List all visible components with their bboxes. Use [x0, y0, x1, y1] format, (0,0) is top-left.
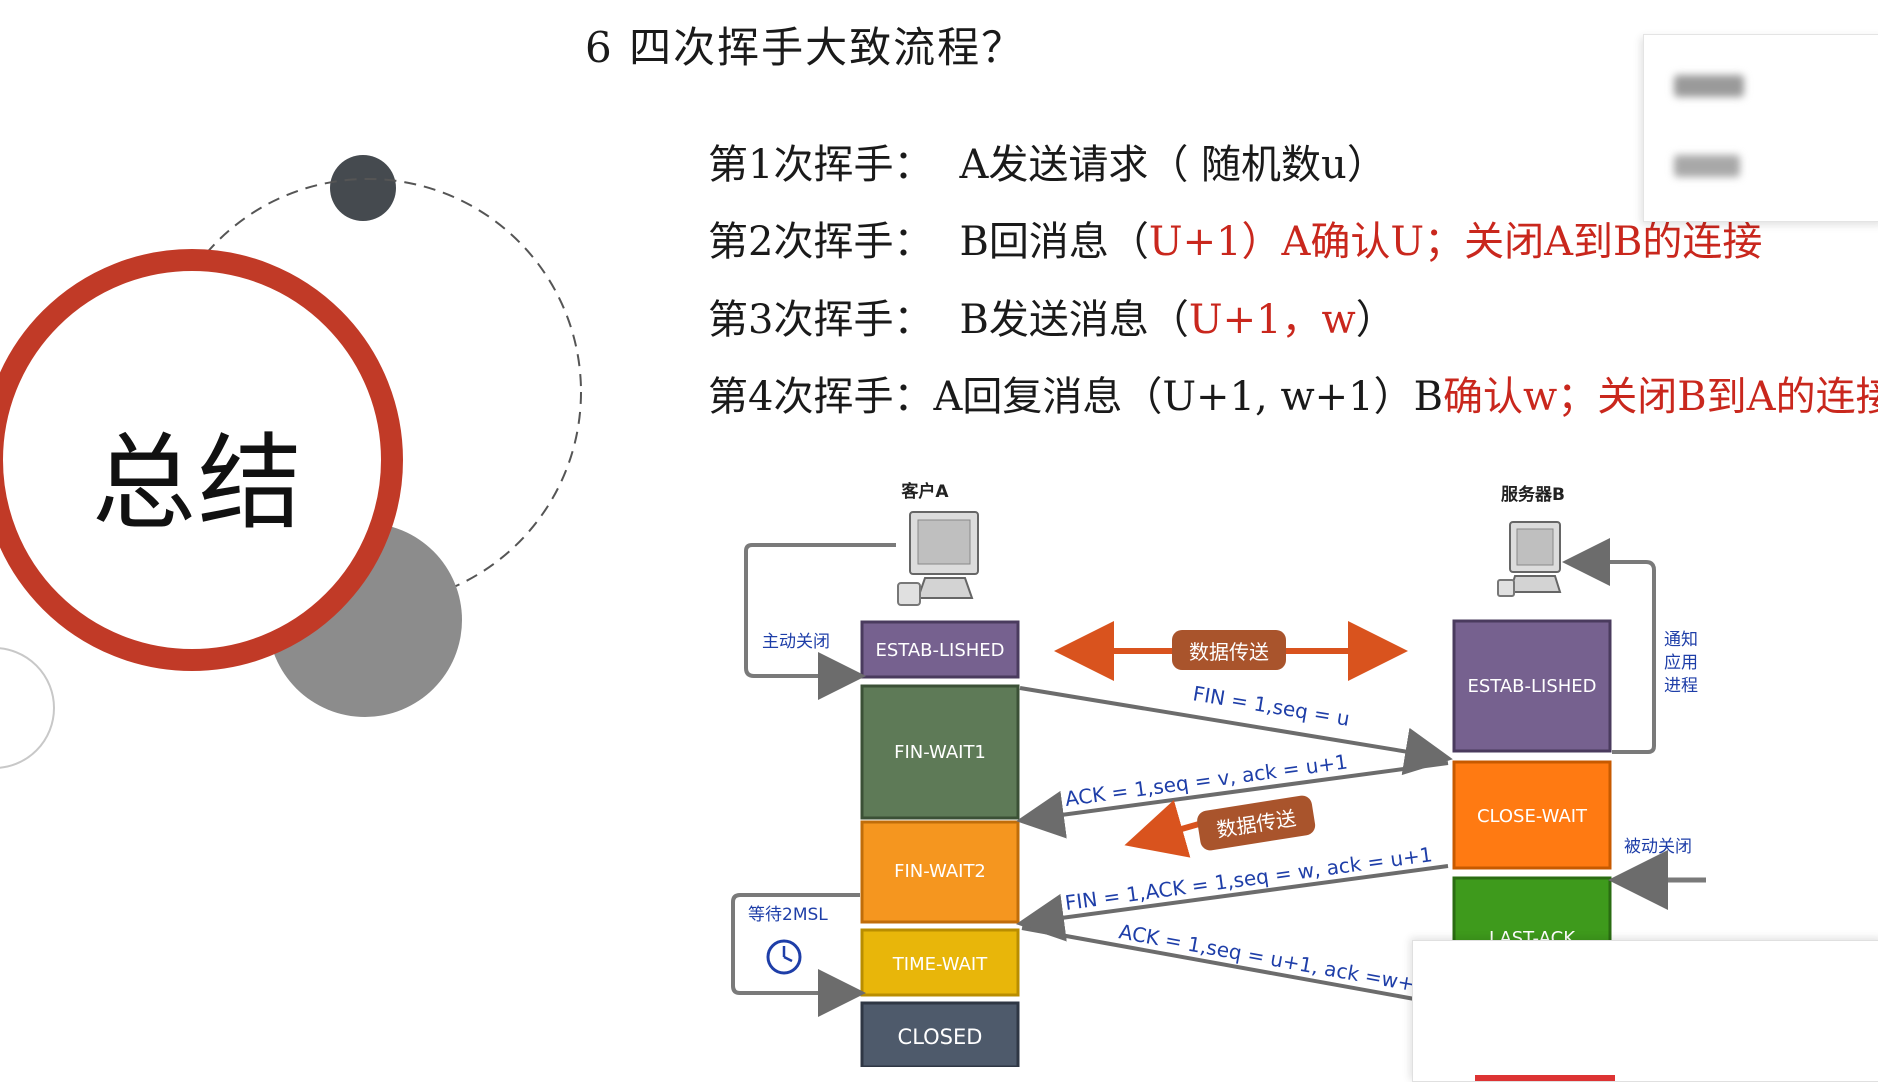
server-label: 服务器B [1501, 484, 1565, 505]
summary-ring [0, 249, 403, 671]
client-state-established: ESTAB-LISHED [860, 620, 1020, 679]
message-1: FIN = 1,seq = u [1191, 681, 1351, 731]
clock-icon [766, 939, 802, 975]
step-4-highlight: 确认w；关闭B到A的连接 [1443, 374, 1878, 420]
step-2-text: B回消息（ [959, 219, 1149, 265]
wait-2msl-label: 等待2MSL [748, 905, 828, 925]
notify-loop-arrow [1562, 538, 1656, 754]
client-label: 客户A [900, 481, 949, 502]
client-state-time-wait: TIME-WAIT [860, 928, 1020, 997]
client-state-closed: CLOSED [860, 1001, 1020, 1067]
server-state-established: ESTAB-LISHED [1452, 619, 1612, 753]
step-4: 第4次挥手：A回复消息（U+1, w+1）B确认w；关闭B到A的连接 [708, 364, 1878, 422]
client-computer-icon [897, 511, 979, 606]
step-1-label: 第1次挥手： [708, 142, 934, 188]
data-transfer-arrow-2 [1124, 799, 1207, 858]
blurred-content-2 [1674, 155, 1740, 177]
active-close-loop-arrow [744, 543, 896, 700]
message-3: FIN = 1,ACK = 1,seq = w, ack = u+1 [1063, 842, 1433, 915]
server-computer-icon [1497, 521, 1562, 597]
wait-2msl-loop-arrow [731, 893, 866, 1017]
notify-app-line3: 进程 [1664, 676, 1698, 696]
step-2-highlight: U+1）A确认U；关闭A到B的连接 [1148, 219, 1763, 265]
step-2-label: 第2次挥手： [708, 219, 934, 265]
server-state-close-wait-label: CLOSE-WAIT [1477, 806, 1588, 827]
notify-app-line1: 通知 [1664, 630, 1698, 650]
message-arrow-4 [1021, 926, 1421, 1002]
client-state-fin-wait1: FIN-WAIT1 [860, 684, 1020, 820]
passive-close-label: 被动关闭 [1624, 837, 1692, 857]
floating-panel-bottom[interactable] [1412, 940, 1878, 1082]
notify-app-line2: 应用 [1664, 653, 1698, 673]
step-3-highlight: U+1，w [1188, 297, 1356, 343]
message-arrow-1 [1019, 686, 1453, 776]
client-state-fin-wait2: FIN-WAIT2 [860, 820, 1020, 924]
step-3-close: ） [1355, 297, 1396, 343]
message-4: ACK = 1,seq = u+1, ack =w+1 [1117, 919, 1429, 998]
message-arrow-3 [1016, 864, 1449, 942]
decor-dark-dot [330, 155, 396, 221]
data-transfer-label-1: 数据传送 [1189, 640, 1269, 664]
client-state-established-label: ESTAB-LISHED [875, 640, 1004, 661]
active-close-label: 主动关闭 [762, 632, 830, 652]
client-state-closed-label: CLOSED [898, 1025, 983, 1049]
data-transfer-badge-1: 数据传送 [1172, 630, 1286, 670]
step-1-text: A发送请求（ 随机数u） [959, 142, 1387, 188]
step-2: 第2次挥手： B回消息（U+1）A确认U；关闭A到B的连接 [708, 209, 1762, 267]
step-4-label: 第4次挥手： [708, 374, 934, 420]
data-transfer-badge-2: 数据传送 [1197, 795, 1316, 851]
decor-thin-ring [0, 647, 55, 769]
step-1: 第1次挥手： A发送请求（ 随机数u） [708, 132, 1387, 190]
blurred-content-1 [1674, 75, 1744, 97]
summary-title: 总结 [92, 422, 305, 544]
floating-panel-top[interactable] [1643, 34, 1878, 222]
step-3-label: 第3次挥手： [708, 297, 934, 343]
step-4-text: A回复消息（U+1, w+1）B [933, 374, 1444, 420]
page-title: 6 四次挥手大致流程？ [585, 23, 1026, 72]
panel-accent-bar [1475, 1075, 1615, 1081]
client-state-time-wait-label: TIME-WAIT [892, 954, 988, 975]
step-3: 第3次挥手： B发送消息（U+1，w） [708, 287, 1396, 345]
client-state-fin-wait1-label: FIN-WAIT1 [894, 742, 986, 763]
client-state-fin-wait2-label: FIN-WAIT2 [894, 861, 986, 882]
server-state-established-label: ESTAB-LISHED [1467, 676, 1596, 697]
server-state-close-wait: CLOSE-WAIT [1452, 760, 1612, 870]
step-3-text: B发送消息（ [959, 297, 1189, 343]
message-arrow-2 [1016, 761, 1449, 839]
